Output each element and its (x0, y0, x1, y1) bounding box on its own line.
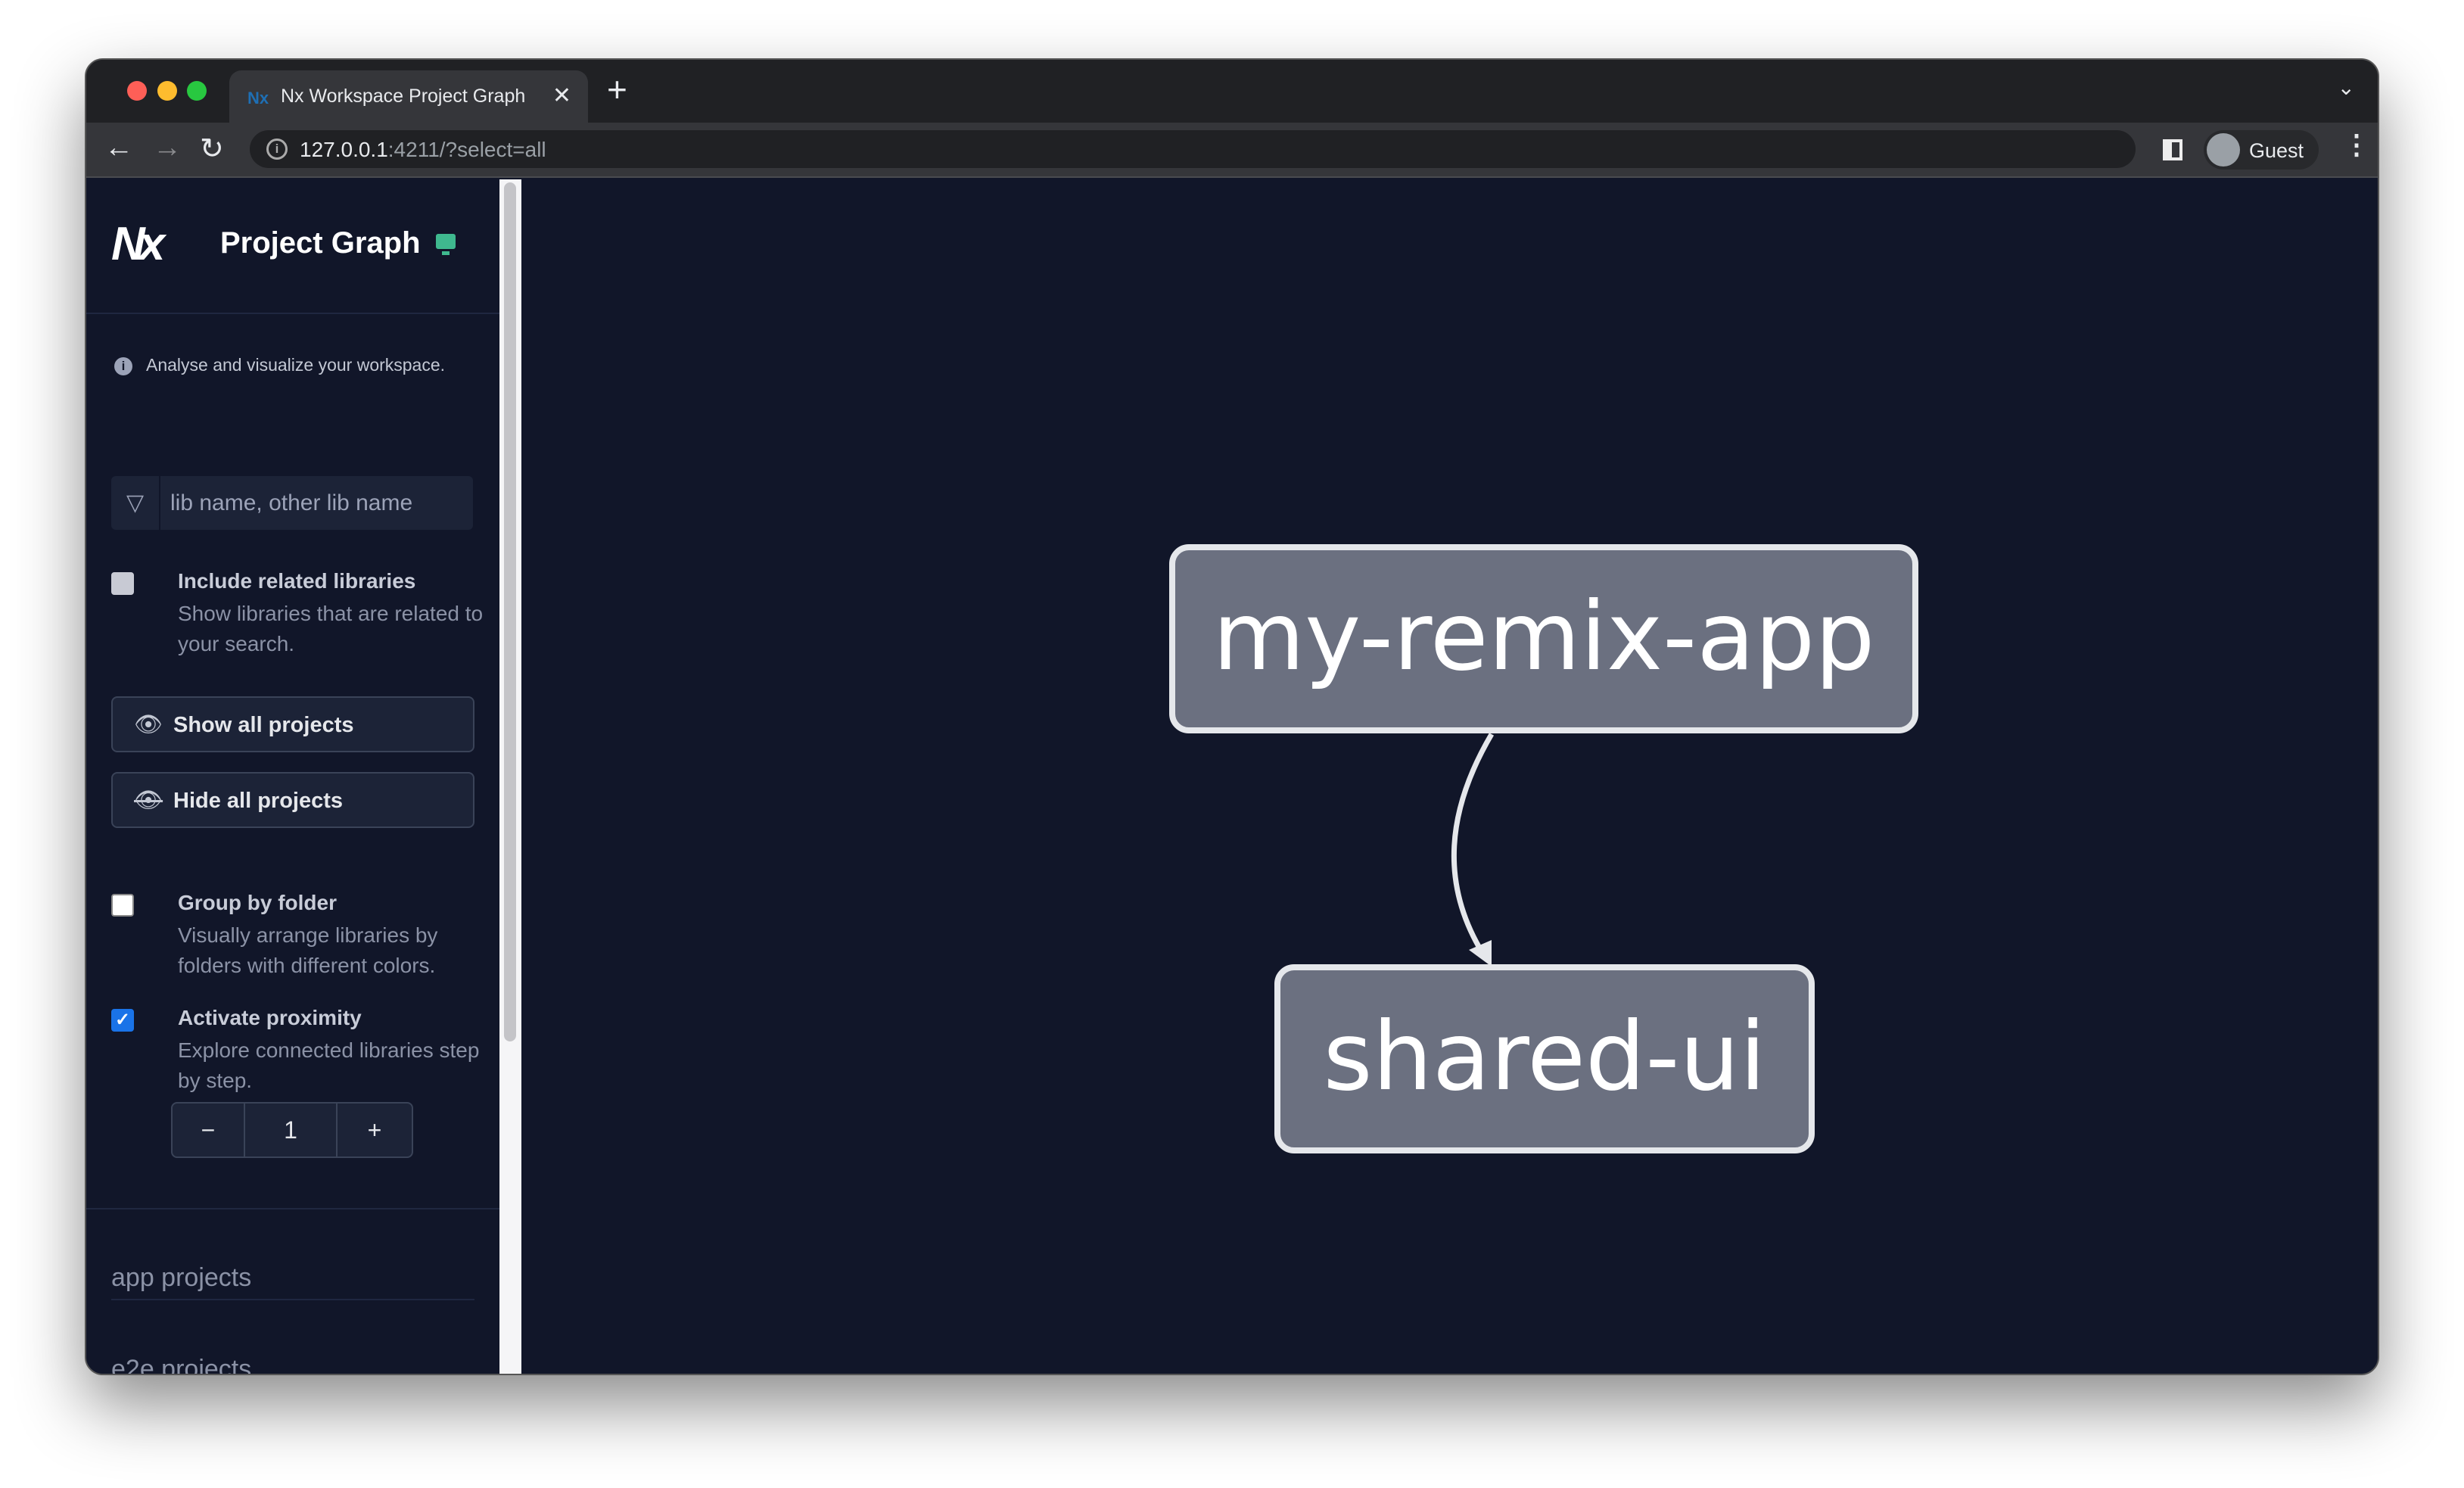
show-all-projects-button[interactable]: 👁 Show all projects (111, 696, 474, 752)
activate-proximity-checkbox[interactable]: ✓ (111, 1009, 134, 1032)
minimize-window-button[interactable] (157, 81, 177, 101)
close-tab-icon[interactable]: ✕ (552, 83, 571, 108)
back-arrow-icon[interactable]: ← (104, 132, 133, 163)
avatar-icon (2207, 133, 2240, 167)
graph-canvas[interactable]: my-remix-app shared-ui ⤓ (521, 179, 2378, 1374)
search-box: ▽ (111, 476, 473, 530)
browser-window: Nx Nx Workspace Project Graph ✕ + ⌄ ← → … (85, 58, 2379, 1375)
monitor-icon[interactable] (436, 234, 456, 255)
include-related-checkbox[interactable] (111, 572, 134, 595)
profile-label: Guest (2249, 139, 2304, 162)
eye-icon: 👁 (134, 712, 163, 737)
option-description: Explore connected libraries step by step… (178, 1038, 480, 1092)
button-label: Show all projects (173, 713, 354, 737)
section-e2e-projects: e2e projects (111, 1355, 474, 1374)
tab-search-chevron-icon[interactable]: ⌄ (2337, 76, 2355, 99)
option-label: Include related libraries (178, 569, 416, 593)
button-label: Hide all projects (173, 789, 344, 813)
search-input[interactable] (170, 476, 465, 530)
browser-tab[interactable]: Nx Nx Workspace Project Graph ✕ (229, 70, 588, 123)
info-text: i Analyse and visualize your workspace. (114, 355, 445, 375)
graph-edges (1451, 733, 1495, 967)
browser-toolbar: ← → ↻ i 127.0.0.1:4211/?select=all Guest… (86, 123, 2378, 178)
option-label: Group by folder (178, 891, 337, 914)
new-tab-button[interactable]: + (607, 70, 627, 109)
scrollbar-thumb[interactable] (504, 182, 516, 1041)
dependency-edge[interactable] (1451, 733, 1495, 960)
option-description: Visually arrange libraries by folders wi… (178, 923, 438, 977)
filter-icon: ▽ (111, 476, 160, 530)
menu-kebab-icon[interactable]: ⋮ (2343, 129, 2370, 160)
proximity-stepper: − 1 + (171, 1102, 413, 1158)
tab-title: Nx Workspace Project Graph (281, 86, 526, 107)
increment-button[interactable]: + (367, 1116, 382, 1144)
tab-bar: Nx Nx Workspace Project Graph ✕ + ⌄ (86, 60, 2378, 123)
graph-node-shared-ui[interactable]: shared-ui (1274, 964, 1815, 1153)
maximize-window-button[interactable] (187, 81, 207, 101)
profile-button[interactable]: Guest (2204, 130, 2319, 170)
nx-favicon-icon: Nx (247, 89, 269, 107)
hide-all-projects-button[interactable]: 👁 Hide all projects (111, 772, 474, 828)
info-label: Analyse and visualize your workspace. (146, 355, 446, 375)
address-bar[interactable]: i 127.0.0.1:4211/?select=all (250, 130, 2136, 168)
option-label: Activate proximity (178, 1006, 362, 1029)
section-app-projects: app projects (111, 1263, 474, 1300)
sidebar-scrollbar[interactable] (499, 179, 521, 1374)
url-host: 127.0.0.1 (300, 138, 388, 161)
decrement-button[interactable]: − (173, 1104, 245, 1156)
side-panel-icon[interactable] (2163, 139, 2182, 160)
eye-off-icon: 👁 (134, 788, 163, 813)
close-window-button[interactable] (127, 81, 147, 101)
edge-arrowhead (1469, 940, 1492, 967)
reload-icon[interactable]: ↻ (200, 133, 224, 165)
group-by-folder-checkbox[interactable] (111, 894, 134, 917)
site-info-icon[interactable]: i (266, 139, 288, 160)
info-icon: i (114, 356, 132, 375)
stepper-value[interactable]: 1 (245, 1104, 338, 1156)
sidebar: Nx Project Graph i Analyse and visualize … (86, 179, 499, 1374)
graph-node-my-remix-app[interactable]: my-remix-app (1169, 544, 1918, 733)
divider (86, 1208, 499, 1209)
nx-logo: Nx (111, 218, 165, 270)
page-title: Project Graph (220, 226, 421, 260)
url-path: :4211/?select=all (387, 138, 546, 161)
forward-arrow-icon[interactable]: → (153, 132, 182, 163)
divider (86, 313, 499, 314)
option-description: Show libraries that are related to your … (178, 602, 484, 655)
